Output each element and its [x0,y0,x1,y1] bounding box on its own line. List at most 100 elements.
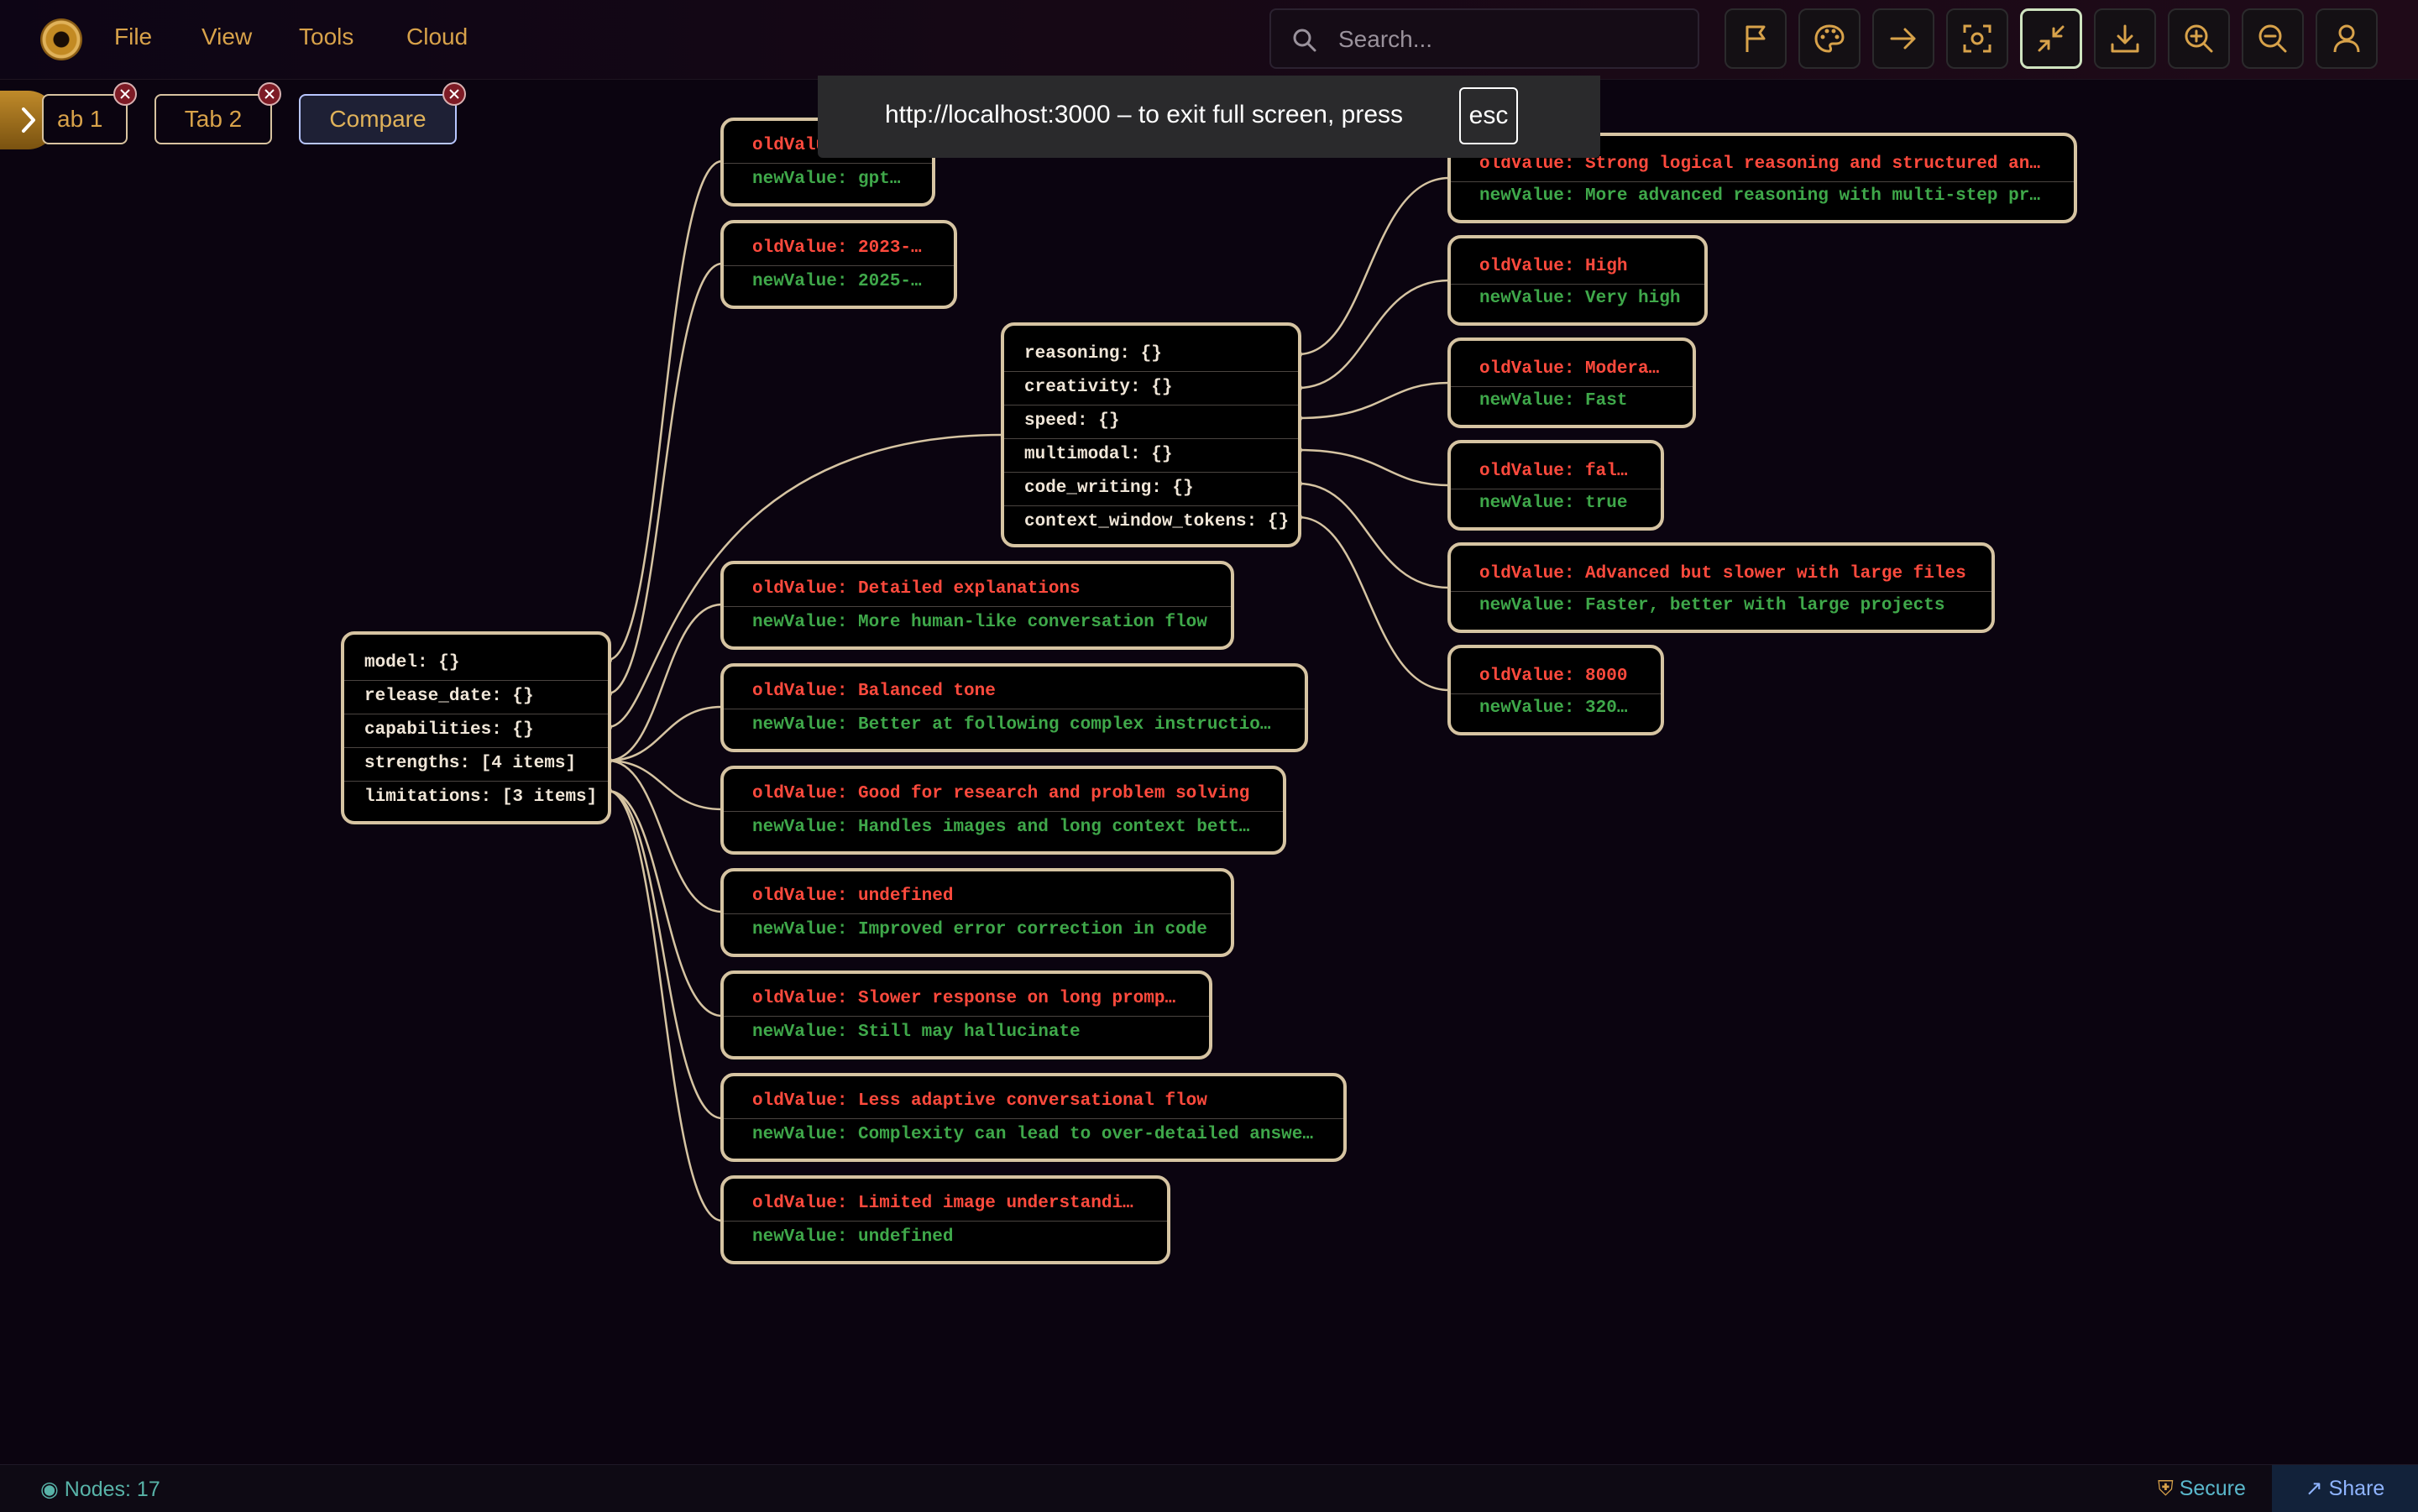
menu-file[interactable]: File [114,24,153,50]
new-value: newValue: undefined [752,1227,954,1247]
node-row-model: model: {} [344,646,608,681]
collapse-icon [2038,25,2065,52]
old-value: oldValue: undefined [724,880,1231,914]
new-value: newValue: More advanced reasoning with m… [1479,186,2072,206]
old-value: oldValue: Good for research and problem … [724,777,1283,812]
new-value: newValue: Still may hallucinate [752,1023,1081,1042]
share-arrow-icon: ↗ [2305,1477,2329,1500]
old-value: oldValue: Slower response on long prompt… [724,982,1209,1017]
tab-2[interactable]: Tab 2 [154,94,272,144]
value-node-strength-1[interactable]: oldValue: Balanced tone newValue: Better… [720,663,1308,752]
zoom-in-icon [2185,24,2213,53]
tab-1-close-icon[interactable] [113,82,137,106]
node-count: ◉ Nodes: 17 [40,1478,160,1501]
new-value: newValue: More human-like conversation f… [752,613,1207,632]
chevron-right-icon [22,107,35,133]
zoom-out-icon [2258,24,2287,53]
old-value: oldValue: High [1451,250,1704,285]
old-value: oldValue: Detailed explanations [724,573,1231,607]
tab-2-close-icon[interactable] [258,82,281,106]
app-logo[interactable] [40,18,82,60]
zoom-out-button[interactable] [2242,8,2304,69]
zoom-in-button[interactable] [2168,8,2230,69]
fullscreen-banner: http://localhost:3000 – to exit full scr… [818,76,1600,158]
arrow-right-icon [1890,28,1916,50]
value-node-creativity[interactable]: oldValue: High newValue: Very high [1447,235,1708,326]
shield-icon: ⛨ [2158,1477,2180,1500]
share-button[interactable]: ↗ Share [2272,1465,2418,1512]
node-row-multimodal: multimodal: {} [1004,438,1298,473]
tab-1[interactable]: ab 1 [42,94,128,144]
focus-icon [1963,24,1991,53]
old-value: oldValue: Limited image understanding [724,1187,1167,1222]
flag-button[interactable] [1725,8,1787,69]
new-value: newValue: gpt-5 [752,170,912,189]
new-value: newValue: true [1479,494,1628,513]
old-value: oldValue: false [1451,455,1661,489]
new-value: newValue: Better at following complex in… [752,715,1282,735]
old-value: oldValue: Less adaptive conversational f… [724,1085,1343,1119]
goto-button[interactable] [1872,8,1934,69]
value-node-context-window[interactable]: oldValue: 8000 newValue: 32000 [1447,645,1664,735]
new-value: newValue: Fast [1479,391,1628,411]
old-value: oldValue: [724,129,932,164]
new-value: newValue: Faster, better with large proj… [1479,596,1945,615]
esc-key: esc [1459,87,1518,144]
old-value: oldValue: Strong logical reasoning and s… [1451,148,2074,182]
node-row-creativity: creativity: {} [1004,371,1298,405]
new-value: newValue: Handles images and long contex… [752,818,1260,837]
node-row-release-date: release_date: {} [344,680,608,714]
value-node-limitation-2[interactable]: oldValue: Limited image understanding ne… [720,1175,1170,1264]
value-node-limitation-0[interactable]: oldValue: Slower response on long prompt… [720,971,1212,1059]
value-node-speed[interactable]: oldValue: Moderate newValue: Fast [1447,337,1696,428]
node-row-strengths: strengths: [4 items] [344,747,608,782]
account-button[interactable] [2316,8,2378,69]
new-value: newValue: 2025-05 [752,272,933,291]
value-node-limitation-1[interactable]: oldValue: Less adaptive conversational f… [720,1073,1347,1162]
old-value: oldValue: 2023-03 [724,232,954,266]
search-icon [1293,29,1316,52]
download-icon [2111,24,2139,53]
new-value: newValue: 32000 [1479,698,1639,718]
user-icon [2333,24,2360,53]
download-button[interactable] [2094,8,2156,69]
menu-view[interactable]: View [202,24,253,50]
secure-indicator: ⛨ Secure [2158,1477,2246,1500]
value-node-release-date[interactable]: oldValue: 2023-03 newValue: 2025-05 [720,220,957,309]
search-input[interactable] [1337,22,1684,57]
old-value: oldValue: Balanced tone [724,675,1305,709]
node-row-reasoning: reasoning: {} [1004,337,1298,372]
fullscreen-message: http://localhost:3000 – to exit full scr… [885,101,1404,128]
value-node-strength-0[interactable]: oldValue: Detailed explanations newValue… [720,561,1234,650]
node-row-context-window: context_window_tokens: {} [1024,512,1290,531]
node-row-code-writing: code_writing: {} [1004,472,1298,506]
new-value: newValue: Improved error correction in c… [752,920,1207,939]
old-value: oldValue: Moderate [1451,353,1693,387]
tab-compare-close-icon[interactable] [442,82,466,106]
node-row-speed: speed: {} [1004,405,1298,439]
menu-tools[interactable]: Tools [299,24,354,50]
search-box[interactable] [1269,8,1699,69]
theme-button[interactable] [1798,8,1861,69]
top-bar: File View Tools Cloud [0,0,2418,80]
capabilities-node[interactable]: reasoning: {} creativity: {} speed: {} m… [1001,322,1301,547]
new-value: newValue: Very high [1479,289,1681,308]
status-dot-icon: ◉ [40,1478,65,1501]
root-node[interactable]: model: {} release_date: {} capabilities:… [341,631,611,824]
graph-edges [604,160,1450,1222]
value-node-code-writing[interactable]: oldValue: Advanced but slower with large… [1447,542,1995,633]
status-bar: ◉ Nodes: 17 ⛨ Secure ↗ Share [0,1464,2418,1512]
exit-fullscreen-button[interactable] [2020,8,2082,69]
old-value: oldValue: 8000 [1451,660,1661,694]
menu-cloud[interactable]: Cloud [406,24,468,50]
value-node-multimodal[interactable]: oldValue: false newValue: true [1447,440,1664,531]
old-value: oldValue: Advanced but slower with large… [1451,557,1991,592]
new-value: newValue: Complexity can lead to over-de… [752,1125,1324,1144]
tab-compare[interactable]: Compare [299,94,457,144]
focus-button[interactable] [1946,8,2008,69]
palette-icon [1814,24,1845,53]
value-node-strength-2[interactable]: oldValue: Good for research and problem … [720,766,1286,855]
node-row-limitations: limitations: [3 items] [364,787,598,807]
value-node-strength-3[interactable]: oldValue: undefined newValue: Improved e… [720,868,1234,957]
node-row-capabilities: capabilities: {} [344,714,608,748]
